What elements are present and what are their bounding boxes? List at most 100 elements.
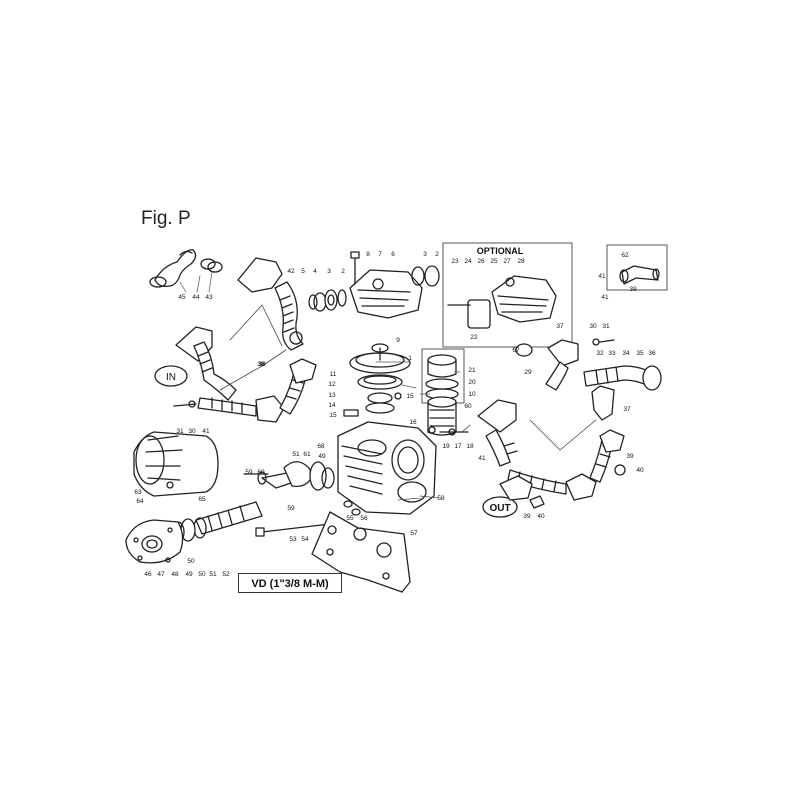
cylinder-assembly	[421, 348, 469, 436]
callout-number: 14	[328, 402, 336, 409]
callout-number: 47	[157, 571, 165, 578]
model-label: VD (1"3/8 M-M)	[238, 573, 342, 593]
callout-number: 30	[589, 323, 597, 330]
callout-number: 7	[378, 251, 382, 258]
tee-fitting-box	[606, 244, 668, 291]
callout-number: 41	[202, 428, 210, 435]
callout-number: 2	[435, 251, 439, 258]
callout-number: 34	[622, 350, 630, 357]
callout-number: 50	[187, 558, 195, 565]
outlet-manifold	[477, 338, 662, 509]
manifold-head	[349, 251, 440, 319]
callout-number: 25	[490, 258, 498, 265]
callout-number: 41	[601, 294, 609, 301]
callout-number: 15	[329, 412, 337, 419]
front-flange	[125, 519, 184, 564]
callout-number: 12	[328, 381, 336, 388]
callout-number: 45	[178, 294, 186, 301]
callout-number: 52	[222, 571, 230, 578]
diaphragm-stack	[343, 343, 411, 417]
callout-number: 32	[596, 350, 604, 357]
callout-number: 39	[629, 286, 637, 293]
callout-number: 27	[503, 258, 511, 265]
callout-number: 42	[287, 268, 295, 275]
callout-number: 20	[468, 379, 476, 386]
valve-seal-row	[308, 289, 347, 312]
callout-number: 39	[523, 513, 531, 520]
callout-number: 35	[636, 350, 644, 357]
callout-number: 38	[257, 361, 265, 368]
callout-number: 28	[517, 258, 525, 265]
drive-shaft	[171, 501, 263, 543]
callout-number: 3	[327, 268, 331, 275]
callout-number: 26	[477, 258, 485, 265]
callout-number: 59	[245, 469, 253, 476]
callout-number: 29	[524, 369, 532, 376]
callout-number: 68	[317, 443, 325, 450]
callout-number: 37	[623, 406, 631, 413]
in-label: IN	[166, 372, 176, 383]
callout-number: 36	[648, 350, 656, 357]
callout-number: 55	[346, 515, 354, 522]
callout-ticks	[179, 271, 461, 501]
callout-number: 15	[406, 393, 414, 400]
callout-number: 1	[408, 355, 412, 362]
callout-number: 61	[303, 451, 311, 458]
callout-number: 49	[185, 571, 193, 578]
callout-number: 53	[289, 536, 297, 543]
callout-number: 57	[410, 530, 418, 537]
callout-number: 41	[598, 273, 606, 280]
callout-number: 37	[556, 323, 564, 330]
callout-number: 65	[198, 496, 206, 503]
mounting-bracket	[311, 500, 411, 593]
callout-number: 59	[287, 505, 295, 512]
callout-number: 56	[360, 515, 368, 522]
out-port-marker	[482, 496, 518, 518]
callout-number: 33	[608, 350, 616, 357]
callout-number: 2	[341, 268, 345, 275]
bell-housing	[133, 431, 219, 497]
callout-number: 40	[636, 467, 644, 474]
callout-number: 38	[258, 361, 266, 368]
callout-number: 24	[464, 258, 472, 265]
callout-number: 39	[626, 453, 634, 460]
optional-label: OPTIONAL	[477, 246, 524, 256]
callout-number: 64	[136, 498, 144, 505]
callout-number: 3	[423, 251, 427, 258]
callout-number: 19	[442, 443, 450, 450]
inlet-manifold	[173, 326, 317, 423]
callout-number: 50	[198, 571, 206, 578]
callout-number: 44	[192, 294, 200, 301]
callout-number: 18	[466, 443, 474, 450]
callout-number: 48	[171, 571, 179, 578]
out-label: OUT	[489, 503, 510, 514]
pump-body	[337, 421, 437, 515]
callout-number: 21	[468, 367, 476, 374]
callout-number: 46	[144, 571, 152, 578]
leader-lines	[219, 304, 597, 499]
callout-number: 41	[478, 455, 486, 462]
in-port-marker	[154, 365, 188, 387]
elbow-fitting-part	[149, 249, 223, 288]
inlet-hose-upper	[237, 257, 304, 351]
callout-number: 4	[313, 268, 317, 275]
callout-number: 5	[301, 268, 305, 275]
callout-number: 17	[454, 443, 462, 450]
crankshaft	[243, 461, 335, 491]
optional-panel	[442, 242, 573, 348]
callout-number: 9	[396, 337, 400, 344]
callout-number: 22	[470, 334, 478, 341]
callout-number: 60	[464, 403, 472, 410]
callout-number: 31	[602, 323, 610, 330]
callout-number: 31	[176, 428, 184, 435]
callout-number: 63	[134, 489, 142, 496]
callout-number: 51	[209, 571, 217, 578]
callout-number: 40	[537, 513, 545, 520]
callout-number: 58	[437, 495, 445, 502]
callout-number: 16	[409, 419, 417, 426]
callout-number: 49	[318, 453, 326, 460]
figure-title: Fig. P	[141, 208, 191, 229]
callout-number: 51	[292, 451, 300, 458]
callout-number: 54	[301, 536, 309, 543]
